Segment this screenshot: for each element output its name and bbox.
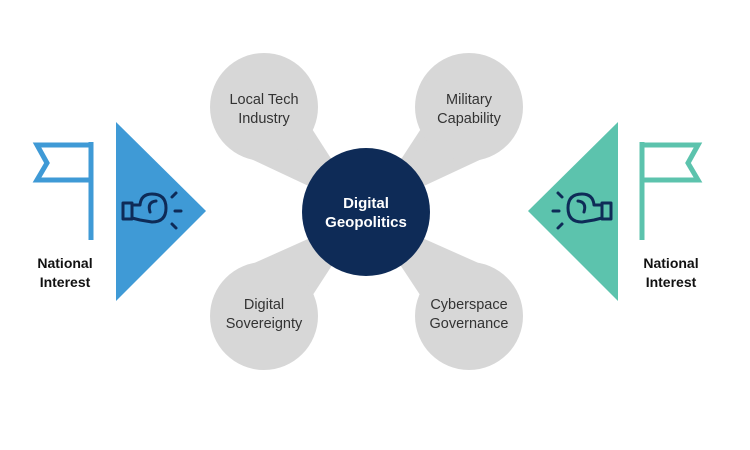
boxing-glove-icon <box>551 191 613 230</box>
national-interest-label: National <box>643 255 698 271</box>
center-node-digital-geopolitics: Digital Geopolitics <box>302 148 430 276</box>
flag-icon <box>32 142 94 240</box>
node-label: Military <box>446 92 493 108</box>
node-label: Capability <box>437 111 501 127</box>
boxing-glove-icon <box>121 191 183 230</box>
node-label: Industry <box>238 111 290 127</box>
center-label: Digital <box>343 195 389 212</box>
center-label: Geopolitics <box>325 214 407 231</box>
node-label: Cyberspace <box>430 297 507 313</box>
left-arrow-triangle <box>116 122 206 301</box>
national-interest-label: National <box>37 255 92 271</box>
national-interest-label: Interest <box>646 274 697 290</box>
node-label: Local Tech <box>229 92 298 108</box>
node-local-tech-industry: Local Tech Industry <box>210 53 318 161</box>
right-arrow-triangle <box>528 122 618 301</box>
node-label: Sovereignty <box>226 316 303 332</box>
node-label: Digital <box>244 297 284 313</box>
national-interest-label: Interest <box>40 274 91 290</box>
right-national-interest: National Interest <box>528 122 703 301</box>
flag-icon <box>639 142 703 240</box>
node-military-capability: Military Capability <box>415 53 523 161</box>
node-label: Governance <box>430 316 509 332</box>
node-digital-sovereignty: Digital Sovereignty <box>210 262 318 370</box>
left-national-interest: National Interest <box>32 122 206 301</box>
node-cyberspace-governance: Cyberspace Governance <box>415 262 523 370</box>
